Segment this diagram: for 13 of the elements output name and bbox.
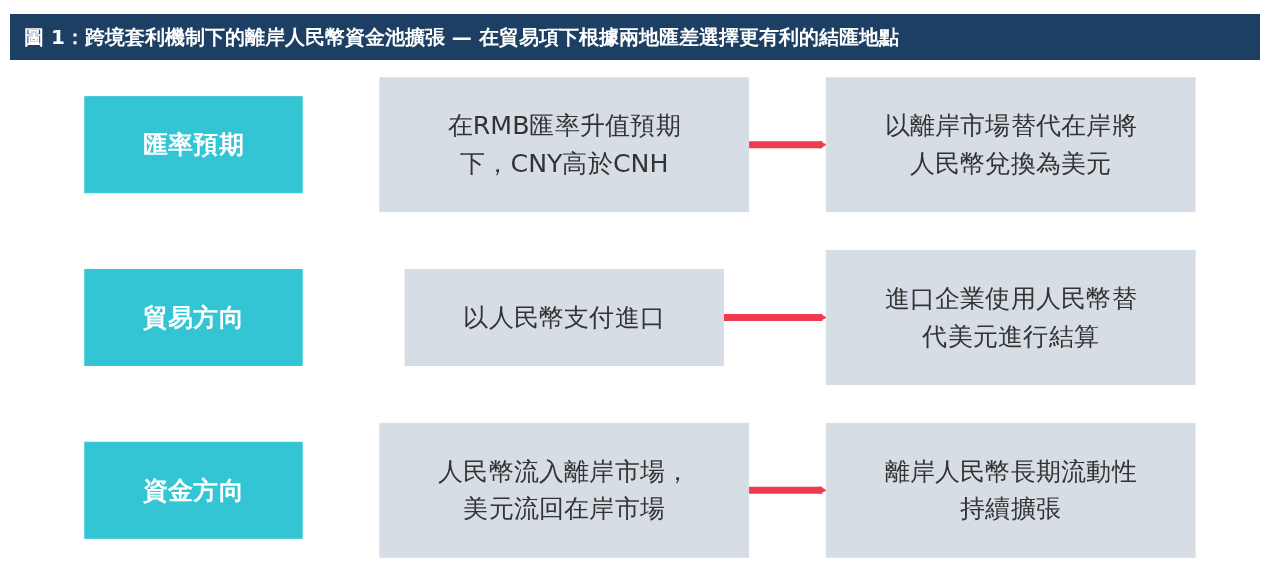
node-box: 以人民幣支付進口 [404,268,724,366]
arrow [748,140,827,149]
node-box: 以離岸市場替代在岸將人民幣兌換為美元 [825,77,1196,213]
node-box: 在RMB匯率升值預期下，CNY高於CNH [379,77,750,213]
node-box: 進口企業使用人民幣替代美元進行結算 [825,250,1196,385]
node-box: 匯率預期 [84,96,303,194]
arrow [748,486,827,495]
node-box: 貿易方向 [84,268,303,366]
node-box: 資金方向 [84,441,303,539]
node-box: 離岸人民幣長期流動性持續擴張 [825,422,1196,558]
arrow [723,313,827,322]
title-banner: 圖 1：跨境套利機制下的離岸人民幣資金池擴張 — 在貿易項下根據兩地匯差選擇更有利的結匯地點 [10,14,1260,60]
node-box: 人民幣流入離岸市場，美元流回在岸市場 [379,422,750,558]
